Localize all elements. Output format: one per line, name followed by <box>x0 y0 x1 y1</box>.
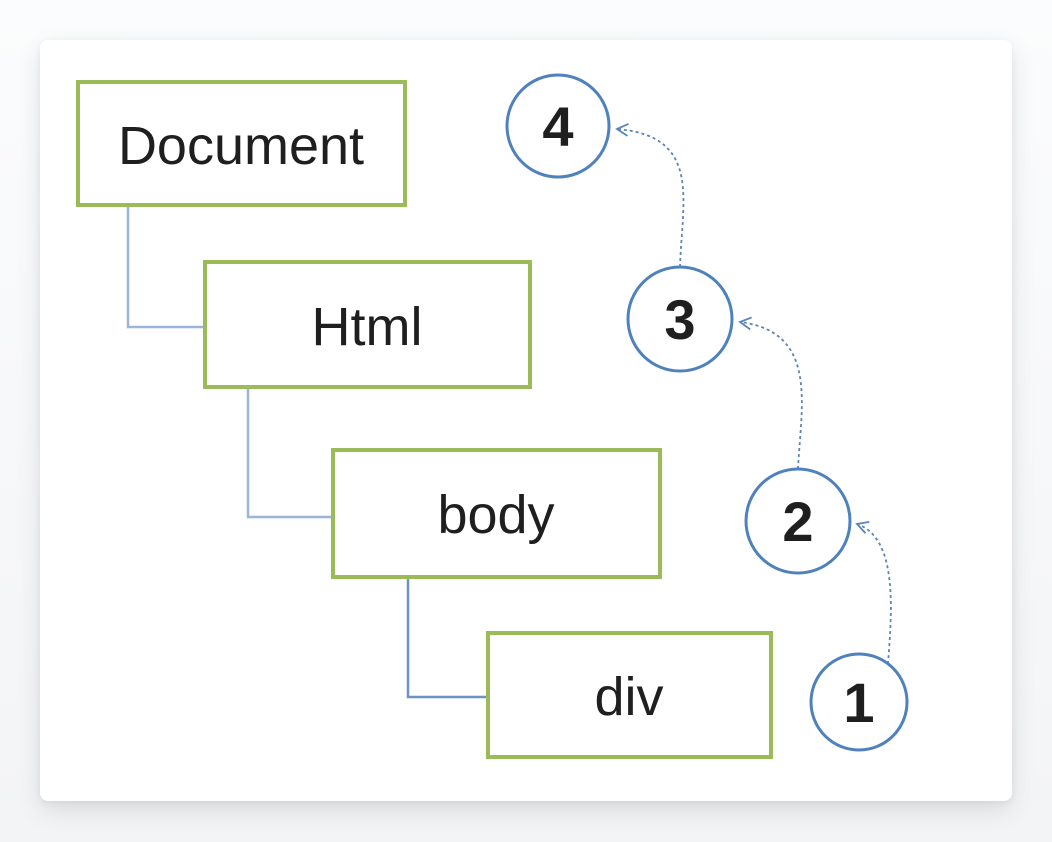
arrow-2-to-3 <box>738 316 803 470</box>
arrow-3-to-4 <box>615 123 685 268</box>
step-2-label: 2 <box>782 490 813 553</box>
dom-tree-diagram: Document Html body div 4 3 <box>76 73 909 759</box>
connector-document-to-html <box>126 205 205 329</box>
node-body-box <box>331 448 662 579</box>
step-2-circle <box>744 467 852 575</box>
step-1-circle <box>809 652 909 752</box>
diagram-canvas: Document Html body div 4 3 <box>40 40 1012 801</box>
node-html-box <box>203 260 532 389</box>
node-body: body <box>331 448 662 579</box>
step-3-label: 3 <box>664 288 695 351</box>
step-3-circle <box>626 265 734 373</box>
arrow-1-to-2 <box>855 521 892 665</box>
step-marker-4: 4 <box>505 73 611 179</box>
step-4-circle <box>505 73 611 179</box>
node-body-label: body <box>437 485 554 545</box>
step-marker-2: 2 <box>744 467 852 575</box>
node-html-label: Html <box>312 297 423 357</box>
step-4-label: 4 <box>542 95 573 158</box>
step-marker-1: 1 <box>809 652 909 752</box>
node-div-box <box>486 631 773 759</box>
node-document-box <box>76 80 407 207</box>
node-html: Html <box>203 260 532 389</box>
node-div-label: div <box>594 667 663 727</box>
node-document: Document <box>76 80 407 207</box>
step-1-label: 1 <box>843 671 874 734</box>
step-marker-3: 3 <box>626 265 734 373</box>
connector-html-to-body <box>246 387 333 519</box>
connector-body-to-div <box>406 577 488 699</box>
node-document-label: Document <box>118 116 364 176</box>
node-div: div <box>486 631 773 759</box>
